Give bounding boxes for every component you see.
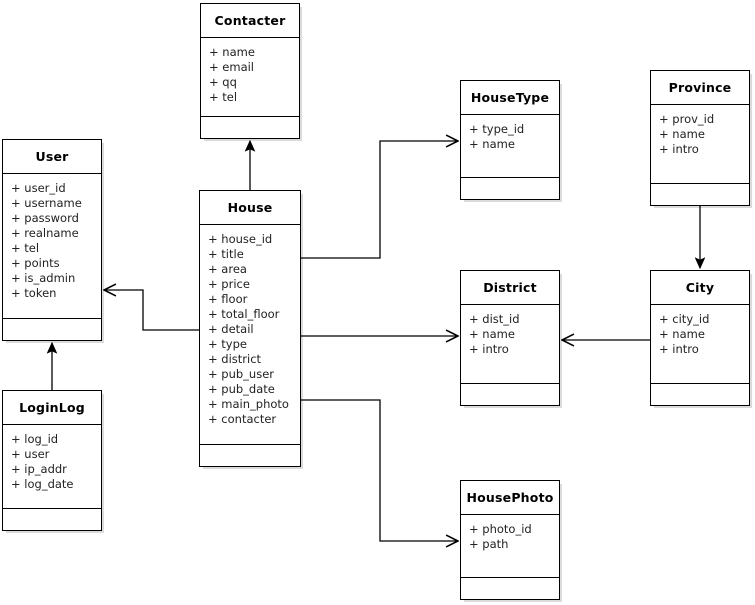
- attribute-row: + ip_addr: [11, 462, 67, 476]
- class-box-province[interactable]: Province+ prov_id+ name+ intro: [650, 70, 750, 206]
- class-name-province: Province: [651, 71, 749, 105]
- attribute-row: + name: [659, 327, 705, 341]
- attribute-row: + password: [11, 211, 79, 225]
- attribute-row: + name: [209, 45, 255, 59]
- attribute-row: + tel: [11, 241, 40, 255]
- operation-compartment-housetype: [461, 178, 559, 199]
- attribute-row: + house_id: [208, 232, 273, 246]
- class-name-contacter: Contacter: [201, 4, 299, 38]
- attribute-compartment-housephoto: + photo_id+ path: [461, 515, 559, 578]
- operation-compartment-province: [651, 184, 749, 205]
- attribute-row: + detail: [208, 322, 254, 336]
- attribute-compartment-district: + dist_id+ name+ intro: [461, 305, 559, 384]
- attribute-compartment-province: + prov_id+ name+ intro: [651, 105, 749, 184]
- attribute-row: + path: [469, 537, 509, 551]
- attribute-row: + pub_date: [208, 382, 275, 396]
- attribute-row: + type: [208, 337, 247, 351]
- attribute-row: + name: [469, 137, 515, 151]
- class-box-city[interactable]: City+ city_id+ name+ intro: [650, 270, 750, 406]
- operation-compartment-loginlog: [3, 509, 101, 530]
- attribute-row: + username: [11, 196, 82, 210]
- attribute-row: + is_admin: [11, 271, 76, 285]
- edge-house-housetype: [301, 141, 458, 259]
- class-name-house: House: [200, 191, 300, 225]
- operation-compartment-district: [461, 384, 559, 405]
- attribute-row: + realname: [11, 226, 79, 240]
- class-name-district: District: [461, 271, 559, 305]
- class-name-user: User: [3, 140, 101, 174]
- attribute-row: + district: [208, 352, 262, 366]
- operation-compartment-city: [651, 384, 749, 405]
- class-name-city: City: [651, 271, 749, 305]
- class-box-loginlog[interactable]: LoginLog+ log_id+ user+ ip_addr+ log_dat…: [2, 390, 102, 531]
- attribute-compartment-user: + user_id+ username+ password+ realname+…: [3, 174, 101, 319]
- attribute-row: + pub_user: [208, 367, 275, 381]
- attribute-row: + contacter: [208, 412, 277, 426]
- attribute-row: + log_date: [11, 477, 74, 491]
- attribute-row: + email: [209, 60, 255, 74]
- attribute-row: + city_id: [659, 312, 710, 326]
- attribute-row: + floor: [208, 292, 248, 306]
- attribute-row: + user_id: [11, 181, 66, 195]
- attribute-row: + type_id: [469, 122, 525, 136]
- attribute-row: + prov_id: [659, 112, 715, 126]
- attribute-row: + total_floor: [208, 307, 280, 321]
- attribute-compartment-loginlog: + log_id+ user+ ip_addr+ log_date: [3, 425, 101, 509]
- attribute-row: + tel: [209, 90, 238, 104]
- class-name-housephoto: HousePhoto: [461, 481, 559, 515]
- attribute-compartment-housetype: + type_id+ name: [461, 115, 559, 178]
- attribute-row: + intro: [469, 342, 509, 356]
- operation-compartment-user: [3, 319, 101, 340]
- operation-compartment-house: [200, 445, 300, 466]
- attribute-row: + photo_id: [469, 522, 532, 536]
- attribute-row: + title: [208, 247, 244, 261]
- attribute-row: + log_id: [11, 432, 59, 446]
- class-box-house[interactable]: House+ house_id+ title+ area+ price+ flo…: [199, 190, 301, 467]
- class-box-housetype[interactable]: HouseType+ type_id+ name: [460, 80, 560, 200]
- attribute-row: + qq: [209, 75, 237, 89]
- attribute-row: + dist_id: [469, 312, 520, 326]
- attribute-row: + user: [11, 447, 50, 461]
- edge-house-user: [104, 290, 199, 331]
- edge-house-housephoto: [301, 399, 458, 541]
- operation-compartment-housephoto: [461, 578, 559, 599]
- attribute-row: + points: [11, 256, 60, 270]
- class-name-loginlog: LoginLog: [3, 391, 101, 425]
- attribute-row: + name: [469, 327, 515, 341]
- attribute-row: + intro: [659, 142, 699, 156]
- class-box-contacter[interactable]: Contacter+ name+ email+ qq+ tel: [200, 3, 300, 139]
- attribute-row: + area: [208, 262, 247, 276]
- attribute-row: + price: [208, 277, 250, 291]
- class-box-user[interactable]: User+ user_id+ username+ password+ realn…: [2, 139, 102, 341]
- attribute-row: + intro: [659, 342, 699, 356]
- class-box-district[interactable]: District+ dist_id+ name+ intro: [460, 270, 560, 406]
- attribute-compartment-city: + city_id+ name+ intro: [651, 305, 749, 384]
- class-name-housetype: HouseType: [461, 81, 559, 115]
- operation-compartment-contacter: [201, 117, 299, 138]
- attribute-row: + name: [659, 127, 705, 141]
- attribute-compartment-house: + house_id+ title+ area+ price+ floor+ t…: [200, 225, 300, 445]
- attribute-compartment-contacter: + name+ email+ qq+ tel: [201, 38, 299, 117]
- attribute-row: + main_photo: [208, 397, 289, 411]
- class-box-housephoto[interactable]: HousePhoto+ photo_id+ path: [460, 480, 560, 600]
- attribute-row: + token: [11, 286, 57, 300]
